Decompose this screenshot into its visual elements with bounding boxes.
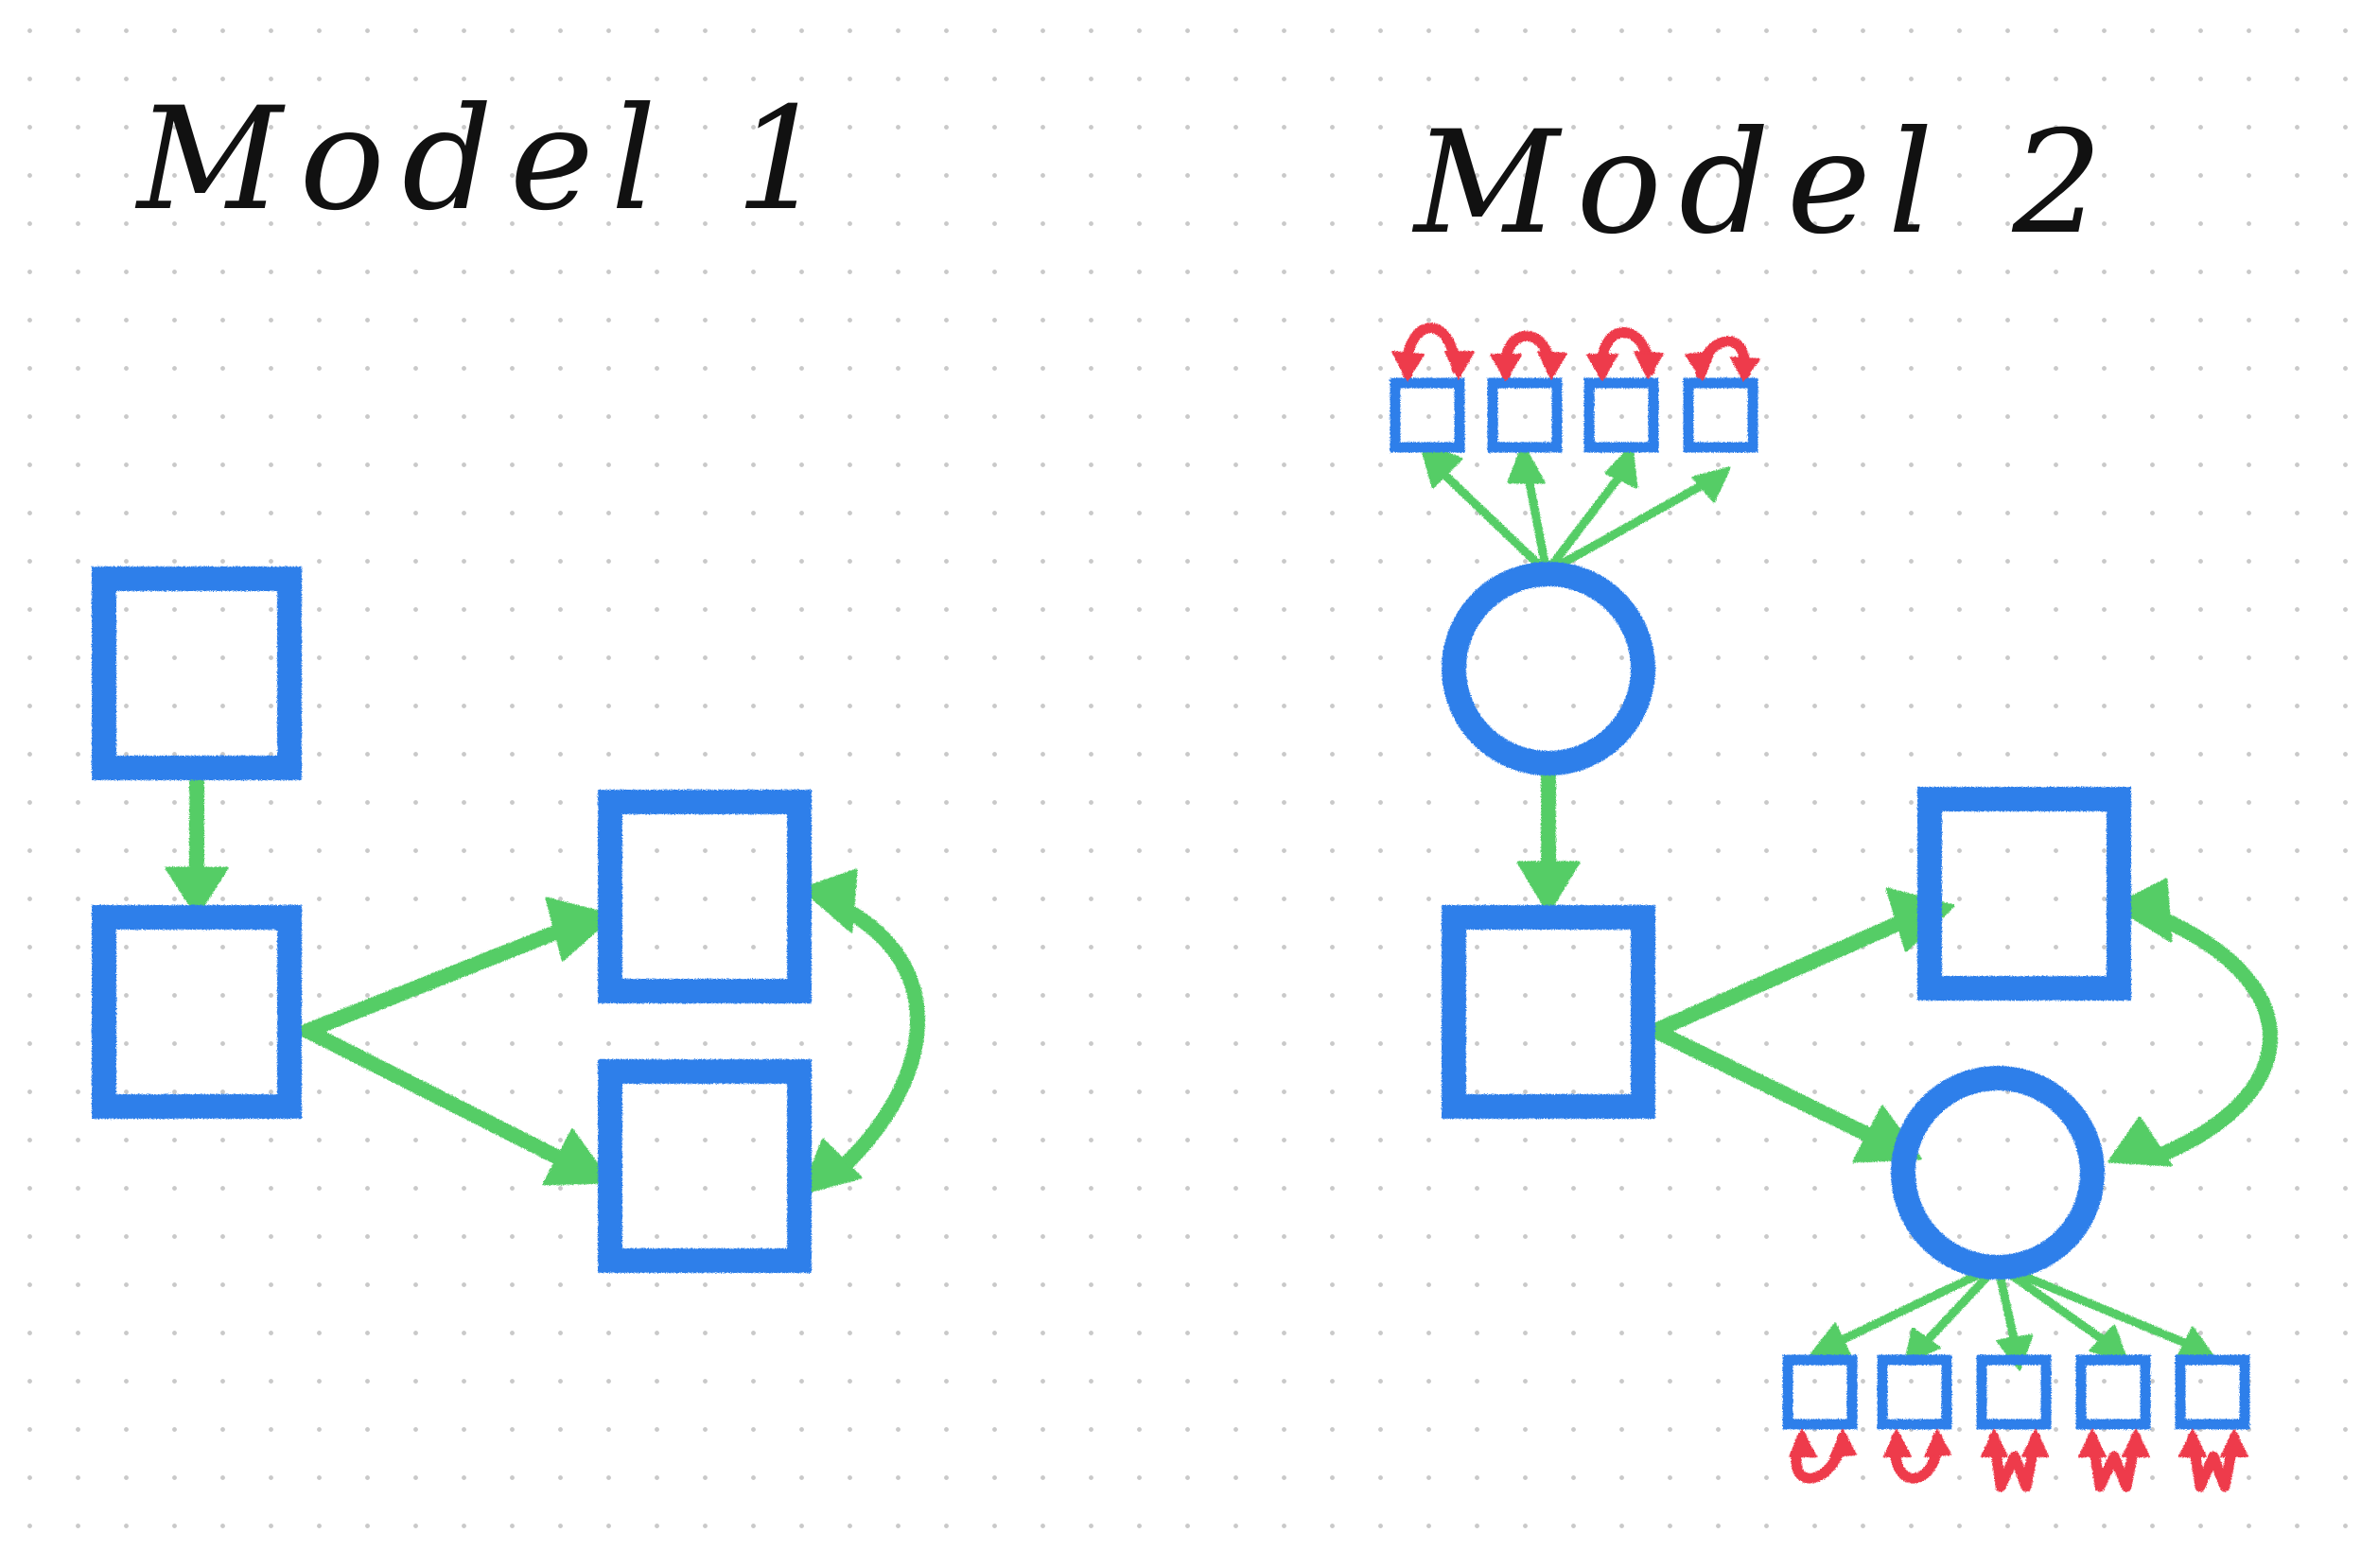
node-m2-top-small-3 <box>1583 377 1659 453</box>
edge-m1-middle-to-upper-right <box>300 897 615 1038</box>
edge-m1-bidirectional-right <box>800 868 925 1195</box>
node-m2-top-small-4 <box>1683 377 1758 453</box>
model-2-title: Model 2 <box>1411 101 2120 266</box>
self-loop-bottom-3 <box>1981 1429 2049 1492</box>
node-m2-top-small-2 <box>1487 377 1563 453</box>
edge-m2-bidirectional-right <box>2107 878 2278 1167</box>
self-loop-top-1 <box>1391 322 1475 381</box>
edge-m2-fan-bottom <box>1810 1261 2213 1371</box>
node-m2-top-circle <box>1442 562 1655 775</box>
self-loop-bottom-4 <box>2078 1429 2150 1492</box>
self-loop-bottom-2 <box>1883 1429 1951 1484</box>
edge-m2-square-to-upper-right <box>1648 887 1955 1038</box>
self-loop-top-2 <box>1490 330 1567 381</box>
node-m2-bottom-small-1 <box>1782 1354 1858 1430</box>
edge-m2-square-to-lower-circle <box>1648 1023 1922 1163</box>
edge-m1-top-to-middle <box>165 773 229 917</box>
node-m2-bottom-small-5 <box>2175 1354 2250 1430</box>
node-m1-upper-right-square <box>598 790 812 1003</box>
node-m2-upper-right-square <box>1917 787 2131 1001</box>
model-2-diagram <box>1390 322 2278 1492</box>
edge-m2-circle-to-square <box>1516 763 1581 915</box>
self-loop-bottom-5 <box>2178 1429 2248 1492</box>
model-1-diagram <box>92 566 925 1273</box>
node-m1-middle-square <box>92 905 302 1119</box>
node-m2-bottom-small-4 <box>2075 1354 2151 1430</box>
self-loop-top-4 <box>1685 336 1760 381</box>
model-1-title: Model 1 <box>134 78 843 242</box>
edge-m1-middle-to-lower-right <box>300 1023 612 1186</box>
node-m2-middle-square <box>1442 905 1655 1119</box>
node-m1-top-square <box>92 566 302 780</box>
node-m1-lower-right-square <box>598 1059 812 1273</box>
edge-m2-fan-top <box>1419 443 1731 577</box>
self-loop-bottom-1 <box>1789 1429 1857 1484</box>
node-m2-bottom-small-2 <box>1877 1354 1952 1430</box>
node-m2-lower-circle <box>1891 1066 2105 1280</box>
self-loop-top-3 <box>1586 327 1664 381</box>
node-m2-bottom-small-3 <box>1976 1354 2052 1430</box>
node-m2-top-small-1 <box>1390 377 1465 453</box>
